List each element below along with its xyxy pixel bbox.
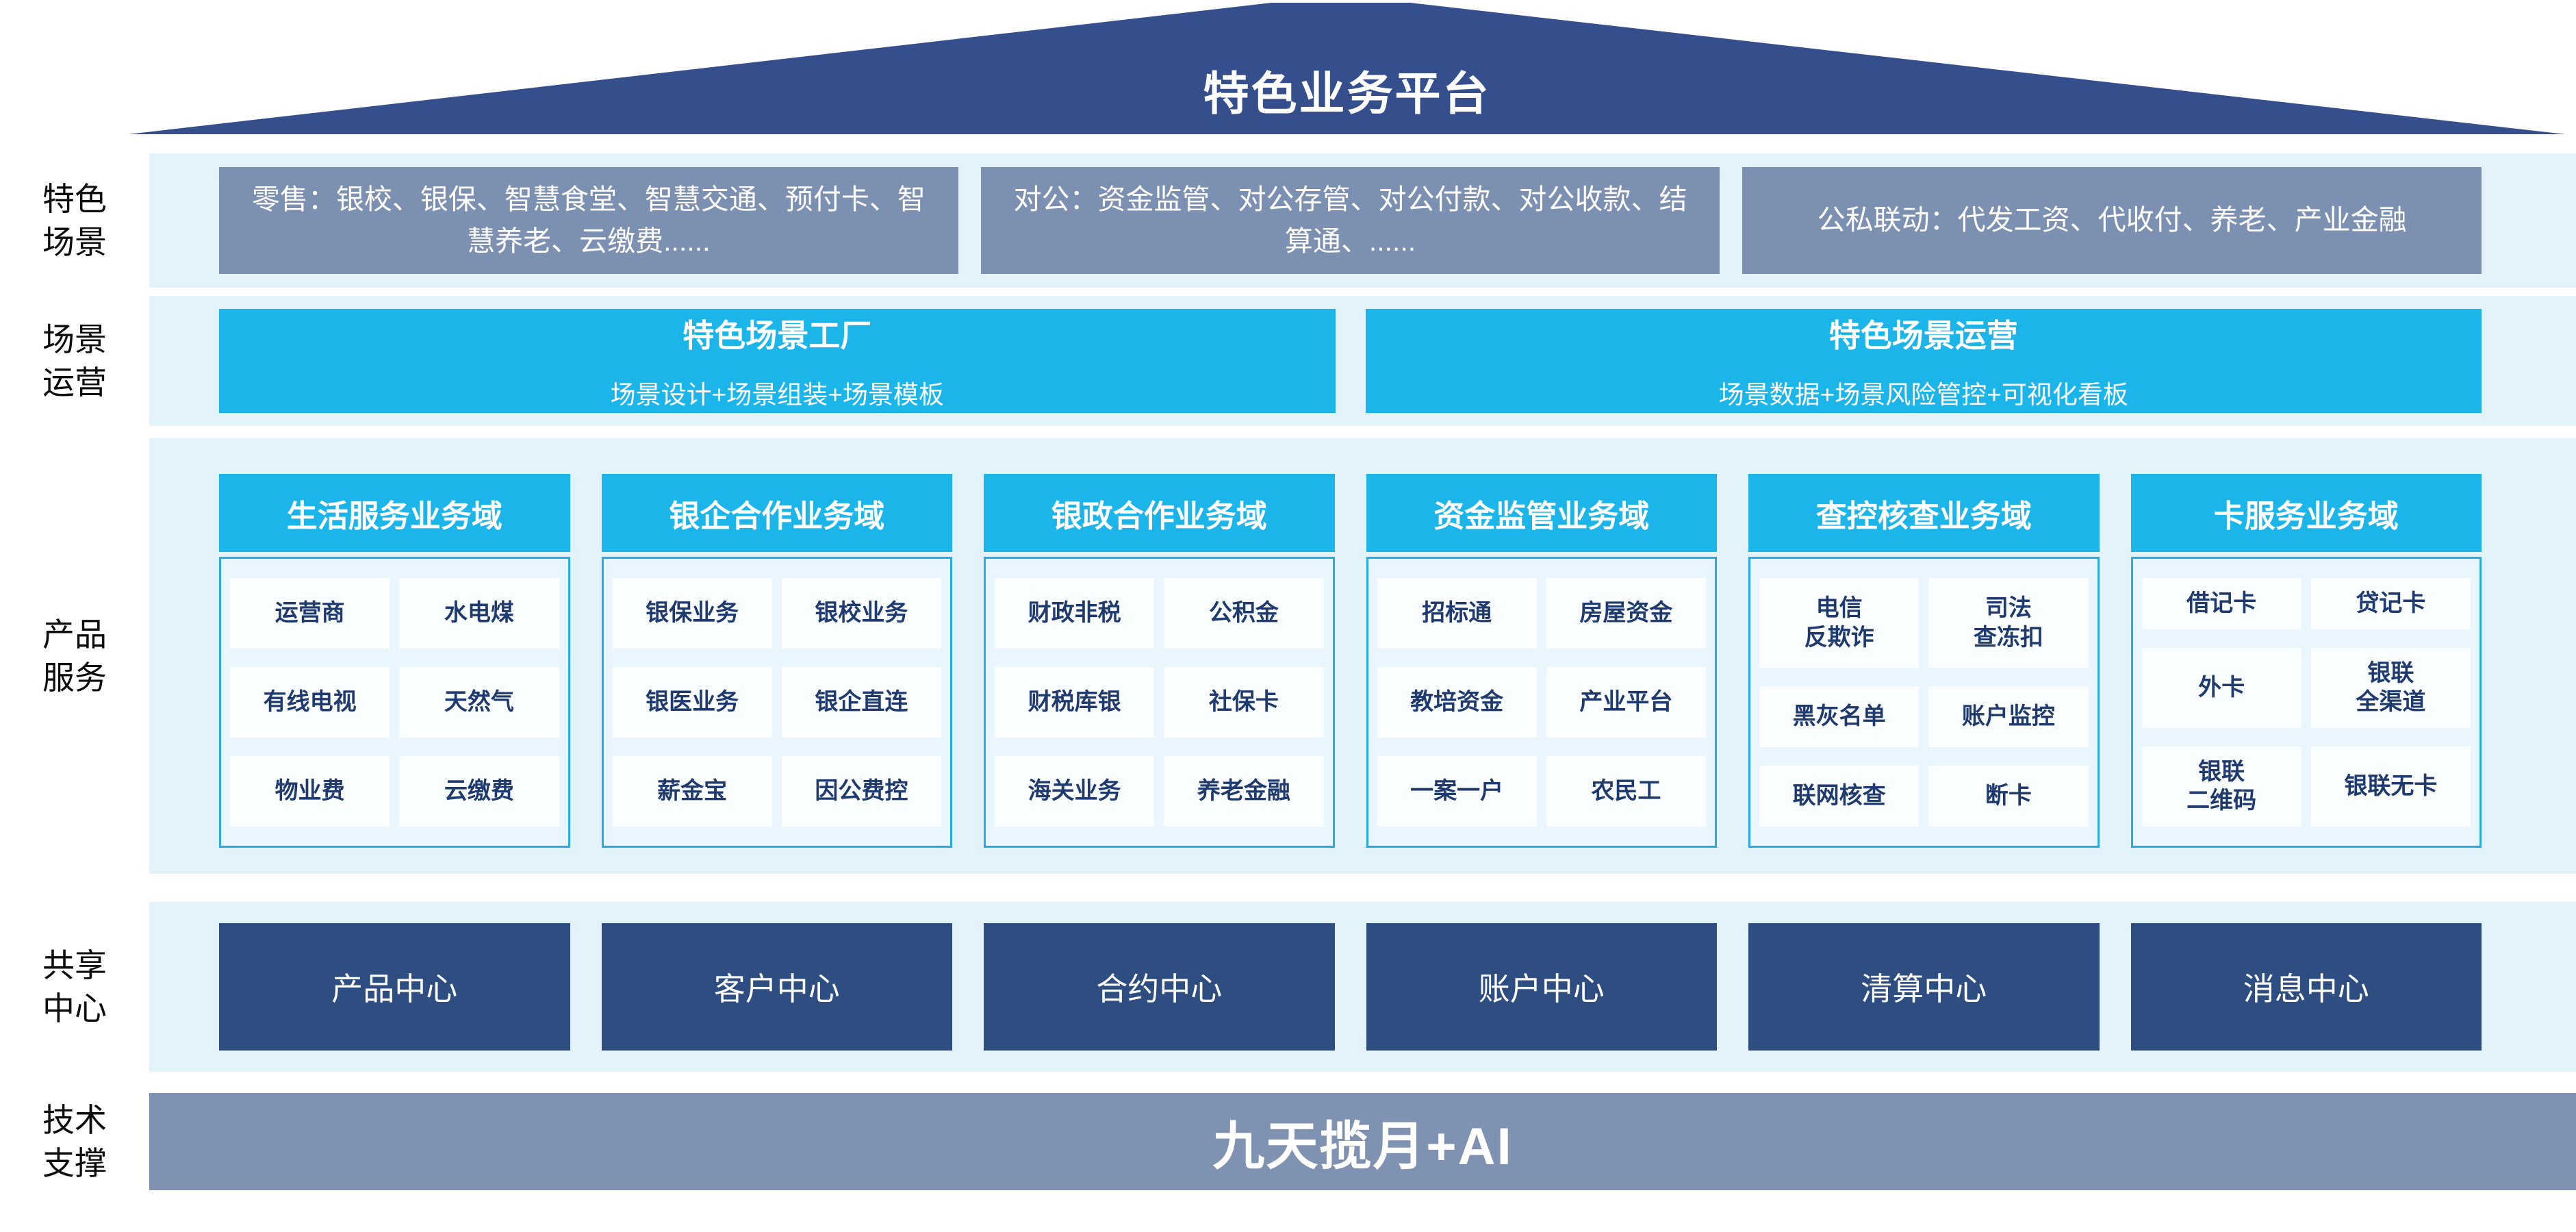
domain-column-card-services: 卡服务业务域 借记卡 贷记卡 外卡 银联 全渠道 银联 二维码 银联无卡 [2130,474,2482,848]
op-box-scene-factory: 特色场景工厂 场景设计+场景组装+场景模板 [219,309,1336,413]
domain-header: 资金监管业务域 [1366,474,1717,552]
domain-item: 养老金融 [1164,756,1324,827]
op-box-title: 特色场景运营 [1828,318,2018,353]
scene-box-public-private: 公私联动：代发工资、代收付、养老、产业金融 [1742,167,2482,274]
scene-box-retail: 零售：银校、银保、智慧食堂、智慧交通、预付卡、智慧养老、云缴费...... [219,167,958,274]
domain-item: 银校业务 [781,578,941,649]
scenes-band: 零售：银校、银保、智慧食堂、智慧交通、预付卡、智慧养老、云缴费...... 对公… [149,153,2576,288]
domain-item: 黑灰名单 [1759,686,1920,748]
domain-item: 水电煤 [399,578,559,649]
op-box-scene-operation: 特色场景运营 场景数据+场景风险管控+可视化看板 [1365,309,2482,413]
platform-title: 特色业务平台 [1203,68,1491,120]
scene-box-corporate: 对公：资金监管、对公存管、对公付款、对公收款、结算通、...... [980,167,1720,274]
center-box-account: 账户中心 [1366,923,1717,1051]
domain-body: 财政非税 公积金 财税库银 社保卡 海关业务 养老金融 [984,557,1335,848]
tech-support-bar: 九天揽月+AI [149,1093,2576,1190]
products-band: 生活服务业务域 运营商 水电煤 有线电视 天然气 物业费 云缴费 银企合作业务域… [149,438,2576,874]
domain-item: 银企直连 [781,667,941,738]
domain-item: 农民工 [1546,756,1706,827]
row-label-tech: 技术 支撑 [42,1101,107,1181]
domain-header: 查控核查业务域 [1748,474,2100,552]
tech-support-label: 九天揽月+AI [1212,1118,1513,1176]
domain-header: 生活服务业务域 [219,474,570,552]
domain-header: 银企合作业务域 [601,474,952,552]
domain-body: 电信 反欺诈 司法 查冻扣 黑灰名单 账户监控 联网核查 断卡 [1748,557,2100,848]
domain-item: 联网核查 [1759,766,1920,827]
domain-item: 公积金 [1164,578,1324,649]
op-box-title: 特色场景工厂 [683,318,872,353]
domain-item: 因公费控 [781,756,941,827]
domain-column-bank-government: 银政合作业务域 财政非税 公积金 财税库银 社保卡 海关业务 养老金融 [984,474,1335,848]
domain-body: 招标通 房屋资金 教培资金 产业平台 一案一户 农民工 [1366,557,1717,848]
domain-column-bank-enterprise: 银企合作业务域 银保业务 银校业务 银医业务 银企直连 薪金宝 因公费控 [601,474,952,848]
domain-item: 断卡 [1928,766,2089,827]
domain-header: 银政合作业务域 [984,474,1335,552]
domain-item: 借记卡 [2141,578,2301,629]
domain-item: 贷记卡 [2310,578,2471,629]
domain-item: 司法 查冻扣 [1928,578,2089,668]
row-label-scenes: 特色 场景 [42,180,107,260]
domain-item: 海关业务 [995,756,1155,827]
domain-item: 财税库银 [995,667,1155,738]
domain-item: 产业平台 [1546,667,1706,738]
domain-item: 薪金宝 [612,756,772,827]
domain-item: 银联无卡 [2310,746,2471,827]
center-box-contract: 合约中心 [984,923,1335,1051]
domain-item: 社保卡 [1164,667,1324,738]
domain-item: 教培资金 [1377,667,1537,738]
domain-item: 云缴费 [399,756,559,827]
domain-item: 有线电视 [230,667,390,738]
domain-column-fund-supervision: 资金监管业务域 招标通 房屋资金 教培资金 产业平台 一案一户 农民工 [1366,474,1717,848]
domain-item: 物业费 [230,756,390,827]
domain-item: 招标通 [1377,578,1537,649]
domain-header: 卡服务业务域 [2130,474,2482,552]
operation-band: 特色场景工厂 场景设计+场景组装+场景模板 特色场景运营 场景数据+场景风险管控… [149,296,2576,426]
domain-item: 银医业务 [612,667,772,738]
row-label-shared: 共享 中心 [42,946,107,1027]
center-box-product: 产品中心 [219,923,570,1051]
domain-item: 一案一户 [1377,756,1537,827]
op-box-subtitle: 场景设计+场景组装+场景模板 [610,381,944,409]
domain-item: 银保业务 [612,578,772,649]
domain-column-inquiry-control: 查控核查业务域 电信 反欺诈 司法 查冻扣 黑灰名单 账户监控 联网核查 断卡 [1748,474,2100,848]
domain-body: 银保业务 银校业务 银医业务 银企直连 薪金宝 因公费控 [601,557,952,848]
platform-roof: 特色业务平台 [129,3,2565,134]
domain-body: 借记卡 贷记卡 外卡 银联 全渠道 银联 二维码 银联无卡 [2130,557,2482,848]
domain-item: 天然气 [399,667,559,738]
domain-item: 电信 反欺诈 [1759,578,1920,668]
domain-body: 运营商 水电煤 有线电视 天然气 物业费 云缴费 [219,557,570,848]
domain-item: 运营商 [230,578,390,649]
domain-item: 账户监控 [1928,686,2089,748]
center-box-clearing: 清算中心 [1748,923,2100,1051]
shared-centers-band: 产品中心 客户中心 合约中心 账户中心 清算中心 消息中心 [149,902,2576,1072]
row-label-products: 产品 服务 [42,616,107,696]
domain-item: 银联 全渠道 [2310,647,2471,728]
domain-item: 银联 二维码 [2141,746,2301,827]
op-box-subtitle: 场景数据+场景风险管控+可视化看板 [1718,381,2128,409]
center-box-customer: 客户中心 [601,923,952,1051]
domain-item: 外卡 [2141,647,2301,728]
center-box-message: 消息中心 [2130,923,2482,1051]
row-label-operation: 场景 运营 [42,320,107,401]
domain-item: 房屋资金 [1546,578,1706,649]
domain-item: 财政非税 [995,578,1155,649]
domain-column-life-services: 生活服务业务域 运营商 水电煤 有线电视 天然气 物业费 云缴费 [219,474,570,848]
